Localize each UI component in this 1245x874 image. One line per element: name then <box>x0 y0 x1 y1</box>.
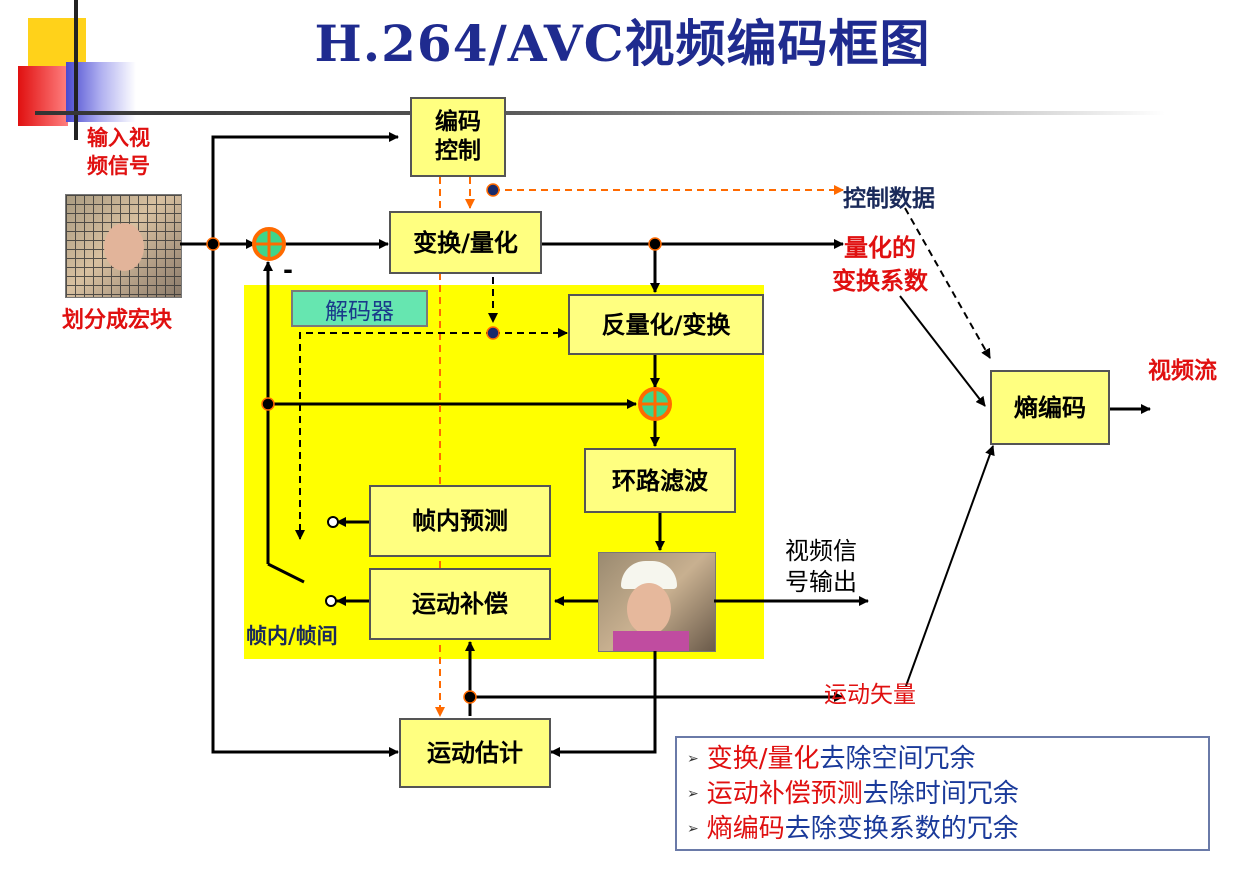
bullet-arrow-icon: ➢ <box>687 786 699 802</box>
minus-sign: - <box>283 256 293 284</box>
corner-deco-hline <box>35 111 1165 115</box>
motion-estimation-label: 运动估计 <box>427 739 523 767</box>
note-text: 去除变换系数的冗余 <box>784 814 1019 844</box>
control-data-label: 控制数据 <box>843 186 935 212</box>
bullet-arrow-icon: ➢ <box>687 751 699 767</box>
intra-prediction-label: 帧内预测 <box>412 507 508 535</box>
bullet-arrow-icon: ➢ <box>687 821 699 837</box>
note-highlight: 运动补偿预测 <box>706 779 863 809</box>
page-title: H.264/AVC视频编码框图 <box>314 14 931 73</box>
note-item: ➢ 熵编码去除变换系数的冗余 <box>687 812 1198 847</box>
loop-filter-block: 环路滤波 <box>584 448 736 513</box>
transform-quant-label: 变换/量化 <box>413 228 518 257</box>
motion-estimation-block: 运动估计 <box>399 718 551 788</box>
intra-inter-switch-label: 帧内/帧间 <box>246 624 338 648</box>
video-output-label: 视频信 号输出 <box>785 537 857 596</box>
note-text: 去除空间冗余 <box>819 744 976 774</box>
quantized-coeffs-label: 量化的 变换系数 <box>832 234 928 295</box>
inverse-quant-transform-block: 反量化/变换 <box>568 294 764 355</box>
corner-deco-red <box>18 66 68 126</box>
note-item: ➢ 变换/量化去除空间冗余 <box>687 742 1198 777</box>
coding-control-block: 编码 控制 <box>410 97 506 177</box>
macroblock-label: 划分成宏块 <box>62 308 173 333</box>
note-text: 去除时间冗余 <box>862 779 1019 809</box>
notes-box: ➢ 变换/量化去除空间冗余 ➢ 运动补偿预测去除时间冗余 ➢ 熵编码去除变换系数的冗余 <box>675 736 1210 851</box>
motion-vector-label: 运动矢量 <box>824 682 916 708</box>
video-stream-label: 视频流 <box>1148 358 1217 384</box>
intra-prediction-block: 帧内预测 <box>369 485 551 557</box>
coding-control-label: 编码 控制 <box>435 109 481 164</box>
reconstructed-frame-image <box>598 552 716 652</box>
inverse-quant-transform-label: 反量化/变换 <box>601 310 731 339</box>
entropy-coding-block: 熵编码 <box>990 370 1110 445</box>
note-highlight: 熵编码 <box>706 814 785 844</box>
motion-compensation-block: 运动补偿 <box>369 568 551 640</box>
transform-quant-block: 变换/量化 <box>389 211 542 274</box>
note-item: ➢ 运动补偿预测去除时间冗余 <box>687 777 1198 812</box>
adders <box>252 227 672 421</box>
decoder-label: 解码器 <box>291 290 428 327</box>
entropy-coding-label: 熵编码 <box>1014 393 1086 422</box>
note-highlight: 变换/量化 <box>706 744 820 774</box>
motion-compensation-label: 运动补偿 <box>412 590 508 618</box>
corner-deco-vline <box>74 0 78 140</box>
loop-filter-label: 环路滤波 <box>612 466 708 495</box>
input-video-image <box>65 194 182 298</box>
input-video-label: 输入视 频信号 <box>87 126 150 178</box>
